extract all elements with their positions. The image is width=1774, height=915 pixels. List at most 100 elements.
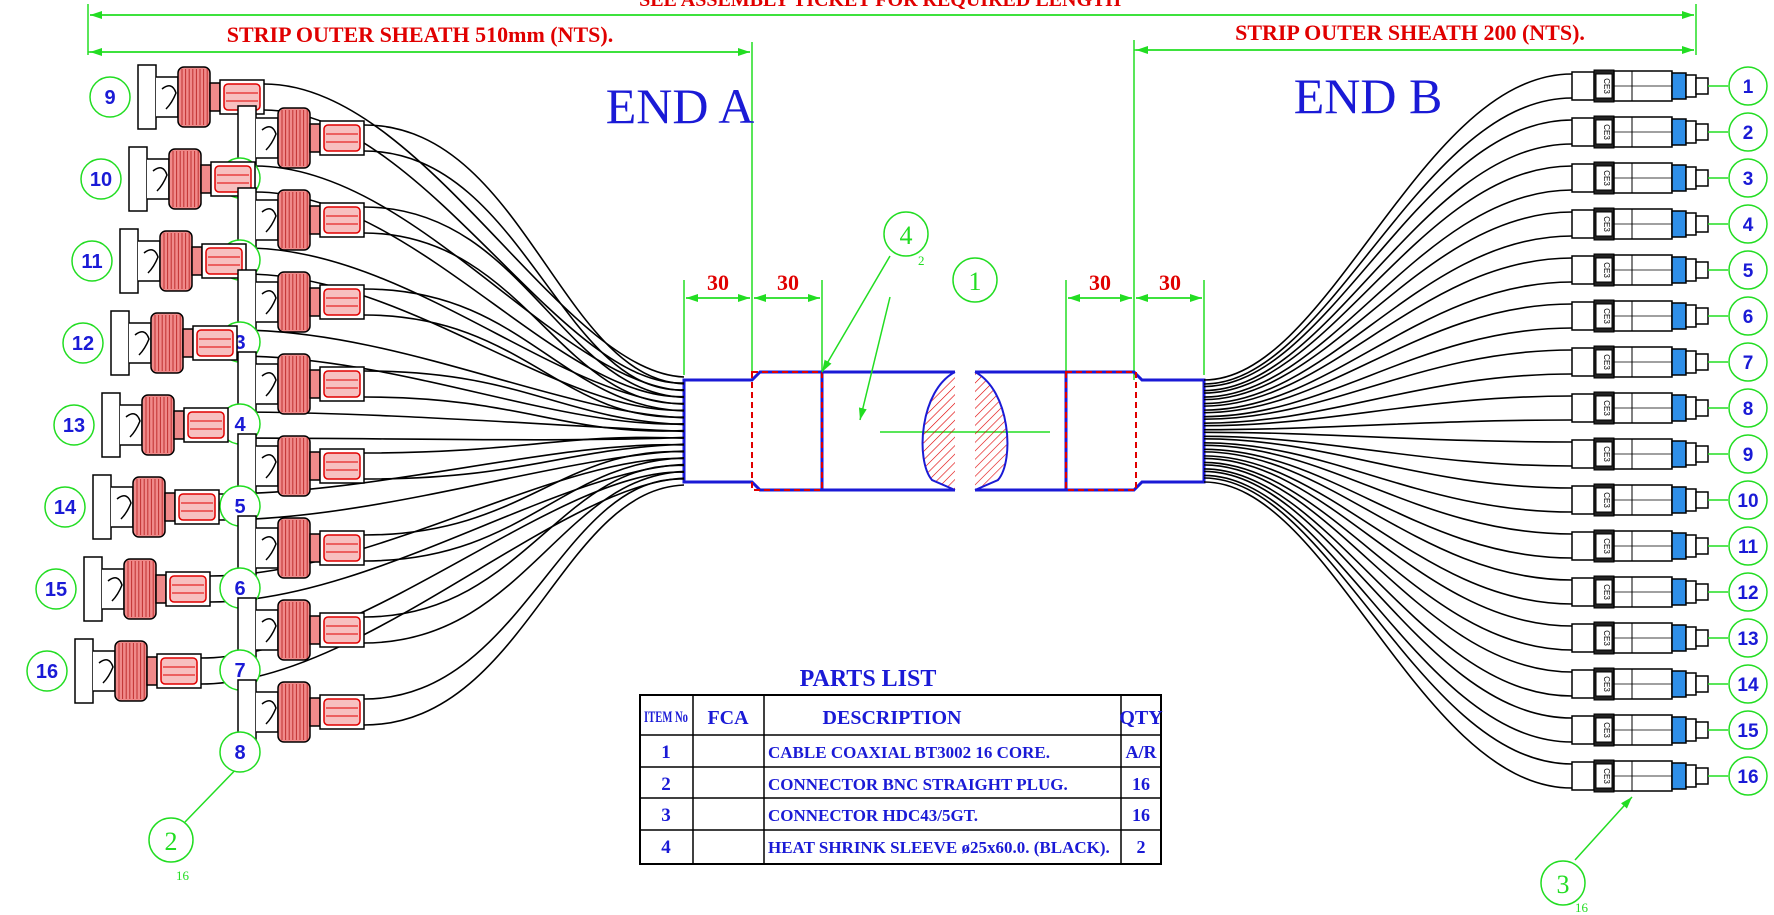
parts-cell-description: CONNECTOR HDC43/5GT. — [768, 806, 978, 825]
connector-number: 5 — [1743, 261, 1754, 282]
coax-wire — [1203, 438, 1573, 489]
hdc-marking: CE3 — [1602, 78, 1611, 94]
end-b-connector-label: 16 — [1728, 756, 1768, 796]
parts-cell-item: 3 — [661, 805, 671, 826]
connector-number: 12 — [1737, 583, 1758, 604]
end-b-connector-label: 13 — [1728, 618, 1768, 658]
balloon-number: 2 — [165, 827, 178, 856]
coax-wire — [363, 457, 685, 562]
parts-cell-description: HEAT SHRINK SLEEVE ø25x60.0. (BLACK). — [768, 838, 1110, 857]
coax-wire — [1203, 419, 1573, 431]
connector-number: 15 — [1737, 721, 1759, 742]
hdc-connector: CE3 — [1571, 299, 1728, 333]
end-b-connector-label: 14 — [1728, 664, 1768, 704]
coax-wire — [1203, 461, 1573, 651]
coax-wire — [1203, 464, 1573, 673]
end-b-connector-label: 5 — [1728, 250, 1768, 290]
end-b-connector-label: 15 — [1728, 710, 1768, 750]
coax-wire — [245, 273, 685, 412]
coax-wire — [1203, 481, 1573, 789]
dim-30-label: 30 — [1089, 270, 1111, 295]
end-b-connector-label: 3 — [1728, 158, 1768, 198]
left-bnc-connectors: 91102113124135146157168 — [26, 64, 365, 773]
connector-number: 12 — [72, 333, 94, 355]
parts-cell-item: 1 — [661, 742, 671, 763]
connector-number: 2 — [1743, 123, 1754, 144]
hdc-marking: CE3 — [1602, 124, 1611, 140]
parts-cell-qty: 2 — [1137, 837, 1146, 857]
coax-wire — [363, 484, 685, 726]
end-b-connector-label: 12 — [1728, 572, 1768, 612]
balloon-qty: 2 — [918, 253, 925, 268]
balloon-number: 3 — [1557, 870, 1570, 899]
bnc-connector — [237, 515, 365, 581]
end-a-connector-label: 16 — [26, 650, 68, 692]
bnc-connector — [92, 474, 220, 540]
end-b-connector-label: 2 — [1728, 112, 1768, 152]
coax-wire — [1203, 189, 1573, 398]
coax-wire — [363, 124, 685, 385]
parts-list: PARTS LIST ITEM No FCA DESCRIPTION QTY 1… — [639, 666, 1163, 865]
hdc-connector: CE3 — [1571, 115, 1728, 149]
coax-wire — [1203, 165, 1573, 394]
hdc-connector: CE3 — [1571, 69, 1728, 103]
connector-number: 7 — [1743, 353, 1754, 374]
end-b-connector-label: 6 — [1728, 296, 1768, 336]
parts-cell-item: 2 — [661, 774, 671, 795]
coax-wire — [363, 206, 685, 399]
balloon-number: 1 — [969, 267, 982, 296]
hdc-marking: CE3 — [1602, 492, 1611, 508]
connector-number: 16 — [36, 661, 58, 683]
coax-wire — [1203, 448, 1573, 559]
bnc-connector — [74, 638, 202, 704]
hdc-marking: CE3 — [1602, 354, 1611, 370]
parts-header-fca: FCA — [707, 707, 749, 729]
end-a-connector-label: 12 — [62, 322, 104, 364]
coax-wire — [1203, 435, 1573, 467]
balloon-item-4: 4 2 — [883, 211, 929, 268]
coax-wire — [363, 396, 685, 432]
coax-wire — [1203, 349, 1573, 420]
connector-number: 3 — [234, 332, 245, 354]
balloon-item-2: 2 16 — [148, 817, 194, 883]
coax-wire — [1203, 73, 1573, 381]
hdc-connector: CE3 — [1571, 483, 1728, 517]
dim-30-label: 30 — [777, 270, 799, 295]
end-b-connector-label: 11 — [1728, 526, 1768, 566]
bnc-connector — [110, 310, 238, 376]
balloon-item-3: 3 16 — [1540, 860, 1589, 915]
coax-wire — [1203, 119, 1573, 388]
bnc-connector — [237, 597, 365, 663]
parts-header-item: ITEM No — [644, 709, 688, 726]
bnc-connector — [119, 228, 247, 294]
coax-wire — [1203, 468, 1573, 697]
coax-wire — [363, 370, 685, 426]
bnc-connector — [237, 351, 365, 417]
balloon-number: 4 — [900, 221, 913, 250]
right-wire-bundle — [1203, 73, 1573, 789]
coax-wire — [1203, 477, 1573, 765]
coax-wire — [1203, 97, 1573, 385]
end-a-connector-label: 15 — [35, 568, 77, 610]
dim-30-label: 30 — [707, 270, 729, 295]
coax-wire — [1203, 431, 1573, 443]
hdc-connector: CE3 — [1571, 253, 1728, 287]
coax-wire — [236, 329, 685, 419]
coax-wire — [363, 478, 685, 700]
connector-number: 9 — [1743, 445, 1754, 466]
hdc-connector: CE3 — [1571, 345, 1728, 379]
hdc-connector: CE3 — [1571, 713, 1728, 747]
coax-wire — [209, 463, 685, 603]
hdc-connector: CE3 — [1571, 621, 1728, 655]
end-b-connector-label: 1 — [1728, 66, 1768, 106]
parts-cell-item: 4 — [661, 837, 671, 858]
connector-number: 16 — [1737, 767, 1758, 788]
bnc-connector — [237, 679, 365, 745]
coax-wire — [1203, 281, 1573, 411]
connector-number: 6 — [1743, 307, 1754, 328]
hdc-connector: CE3 — [1571, 667, 1728, 701]
hdc-connector: CE3 — [1571, 759, 1728, 793]
connector-number: 10 — [1737, 491, 1758, 512]
